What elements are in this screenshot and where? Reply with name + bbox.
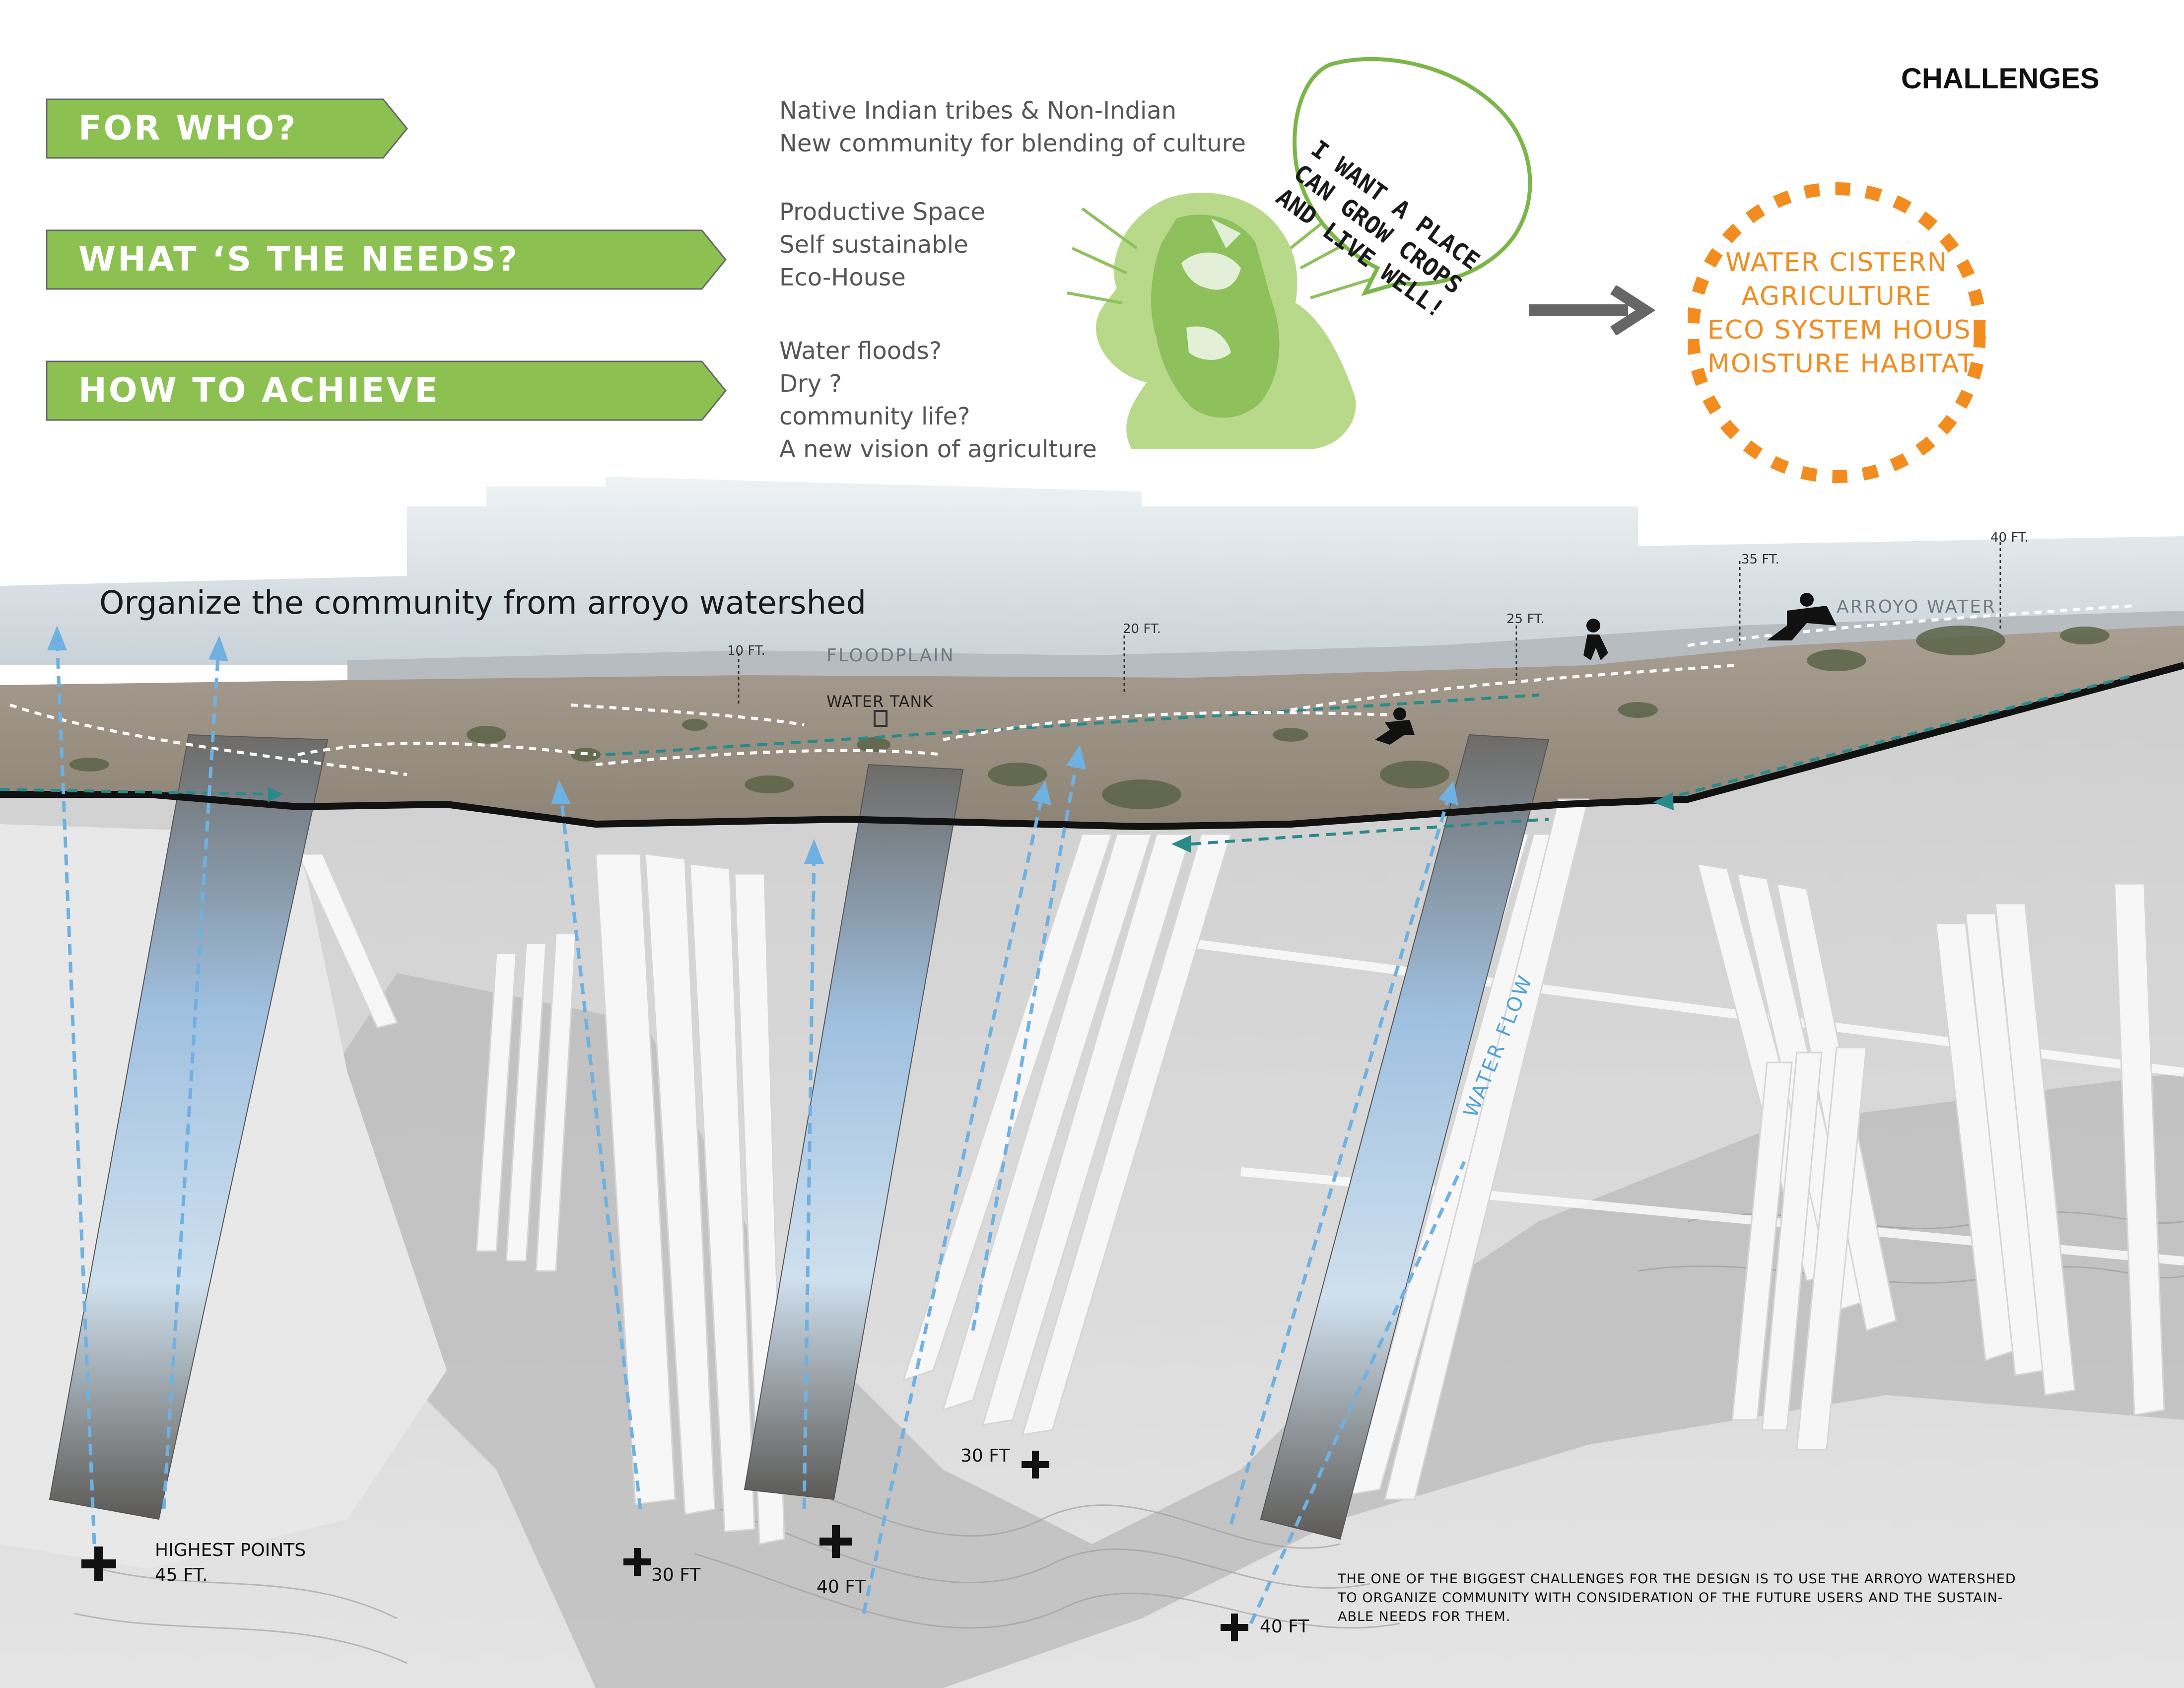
answer-line: Self sustainable [779, 231, 968, 259]
answer-line: Productive Space [779, 198, 986, 226]
banner-arrow-shape [46, 360, 727, 421]
point-line: 45 FT. [155, 1565, 208, 1585]
answer-line: Eco-House [779, 264, 906, 291]
elevation-label-20: 20 FT. [1123, 622, 1161, 636]
answers-how: Water floods? Dry ? community life? A ne… [779, 335, 1097, 466]
answer-line: A new vision of agriculture [779, 435, 1097, 463]
answer-line: Dry ? [779, 370, 842, 398]
answers-for-who: Native Indian tribes & Non-Indian New co… [779, 94, 1246, 160]
section-title: Organize the community from arroyo water… [99, 585, 867, 622]
point-label-40b: 40 FT [1260, 1617, 1309, 1637]
water-tank-label: WATER TANK [826, 692, 934, 711]
banner-for-who: FOR WHO? [46, 98, 408, 159]
native-chief-illustration [1067, 193, 1375, 449]
answers-needs: Productive Space Self sustainable Eco-Ho… [779, 196, 985, 294]
footnote-line: TO ORGANIZE COMMUNITY WITH CONSIDERATION… [1338, 1590, 2003, 1606]
banner-arrow-shape [46, 229, 727, 290]
answer-line: community life? [779, 403, 970, 430]
point-line: HIGHEST POINTS [155, 1540, 306, 1560]
footnote-line: THE ONE OF THE BIGGEST CHALLENGES FOR TH… [1338, 1571, 2016, 1587]
elevation-label-40: 40 FT. [1990, 530, 2029, 545]
banner-label: WHAT ‘S THE NEEDS? [78, 240, 519, 279]
answer-line: Native Indian tribes & Non-Indian [779, 97, 1177, 125]
banner-arrow-shape [46, 98, 408, 159]
floodplain-label: FLOODPLAIN [826, 645, 955, 666]
answer-line: Water floods? [779, 337, 942, 365]
elevation-label-35: 35 FT. [1741, 552, 1779, 567]
footnote-line: ABLE NEEDS FOR THEM. [1338, 1609, 1511, 1624]
speech-bubble [1293, 57, 1532, 296]
cross-markers [81, 1451, 1248, 1641]
challenges-title: CHALLENGES [1901, 63, 2100, 95]
challenge-item: AGRICULTURE [1741, 281, 1932, 311]
point-label-30b: 30 FT [960, 1446, 1010, 1466]
challenges-list: WATER CISTERN AGRICULTURE ECO SYSTEM HOU… [1707, 246, 1989, 381]
arrow-right-icon [1529, 285, 1656, 335]
point-label-30a: 30 FT [651, 1565, 701, 1585]
point-label-highest: HIGHEST POINTS 45 FT. [155, 1538, 306, 1588]
challenge-item: ECO SYSTEM HOUSE [1707, 315, 1989, 345]
point-label-40a: 40 FT [817, 1577, 866, 1597]
banner-label: FOR WHO? [78, 109, 298, 148]
answer-line: New community for blending of culture [779, 130, 1246, 157]
banner-how: HOW TO ACHIEVE [46, 360, 727, 421]
elevation-label-10: 10 FT. [727, 643, 765, 658]
landscape-diagram [0, 477, 2184, 1688]
elevation-label-25: 25 FT. [1506, 612, 1545, 627]
challenge-item: WATER CISTERN [1725, 248, 1948, 278]
banner-label: HOW TO ACHIEVE [78, 371, 440, 410]
challenge-item: MOISTURE HABITAT [1707, 349, 1975, 379]
arroyo-water-label: ARROYO WATER [1837, 597, 1997, 617]
footnote: THE ONE OF THE BIGGEST CHALLENGES FOR TH… [1338, 1570, 2102, 1626]
challenges-circle [1688, 182, 1985, 483]
banner-needs: WHAT ‘S THE NEEDS? [46, 229, 727, 290]
